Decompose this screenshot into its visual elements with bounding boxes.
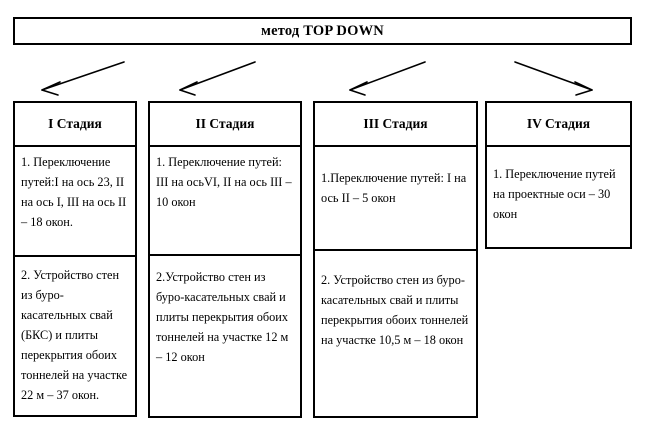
stage-header-2-label: II Стадия <box>195 116 255 131</box>
stage-3-item-1: 1.Переключение путей: I на ось II – 5 ок… <box>315 147 476 252</box>
stage-header-3: III Стадия <box>313 101 478 147</box>
stage-3-item-2-text: 2. Устройство стен из буро-касательных с… <box>321 273 469 348</box>
arrow-to-stage-1-icon <box>41 61 125 96</box>
stage-2-item-2: 2.Устройство стен из буро-касательных св… <box>150 256 300 416</box>
diagram-title-box: метод TOP DOWN <box>13 17 632 45</box>
diagram-title: метод TOP DOWN <box>261 22 384 39</box>
arrow-to-stage-4-icon <box>514 61 593 96</box>
stage-header-3-label: III Стадия <box>363 116 428 131</box>
stage-header-1-label: I Стадия <box>48 116 102 131</box>
stage-4-item-1: 1. Переключение путей на проектные оси –… <box>487 147 630 247</box>
stage-header-4: IV Стадия <box>485 101 632 147</box>
stage-header-1: I Стадия <box>13 101 137 147</box>
stage-1-item-1-text: 1. Переключение путей:I на ось 23, II на… <box>21 155 127 229</box>
stage-2-item-2-text: 2.Устройство стен из буро-касательных св… <box>156 270 289 364</box>
stage-column-2: II Стадия 1. Переключение путей: III на … <box>148 101 302 418</box>
stage-1-item-2-text: 2. Устройство стен из буро-касательных с… <box>21 268 128 402</box>
stage-1-item-2: 2. Устройство стен из буро-касательных с… <box>15 257 135 415</box>
stage-4-item-1-text: 1. Переключение путей на проектные оси –… <box>493 167 616 221</box>
arrow-to-stage-2-icon <box>179 61 256 96</box>
stage-body-3: 1.Переключение путей: I на ось II – 5 ок… <box>313 147 478 418</box>
stage-3-item-1-text: 1.Переключение путей: I на ось II – 5 ок… <box>321 171 467 205</box>
stage-column-1: I Стадия 1. Переключение путей:I на ось … <box>13 101 137 417</box>
arrow-to-stage-3-icon <box>349 61 426 96</box>
stage-column-3: III Стадия 1.Переключение путей: I на ос… <box>313 101 478 418</box>
stage-header-4-label: IV Стадия <box>526 116 591 131</box>
stage-2-item-1-text: 1. Переключение путей: III на осьVI, II … <box>156 155 292 209</box>
stage-column-4: IV Стадия 1. Переключение путей на проек… <box>485 101 632 249</box>
stage-header-2: II Стадия <box>148 101 302 147</box>
stage-body-4: 1. Переключение путей на проектные оси –… <box>485 147 632 249</box>
stage-2-item-1: 1. Переключение путей: III на осьVI, II … <box>150 147 300 257</box>
stage-1-item-1: 1. Переключение путей:I на ось 23, II на… <box>15 147 135 258</box>
stage-3-item-2: 2. Устройство стен из буро-касательных с… <box>315 251 476 416</box>
stage-body-1: 1. Переключение путей:I на ось 23, II на… <box>13 147 137 417</box>
stage-body-2: 1. Переключение путей: III на осьVI, II … <box>148 147 302 418</box>
